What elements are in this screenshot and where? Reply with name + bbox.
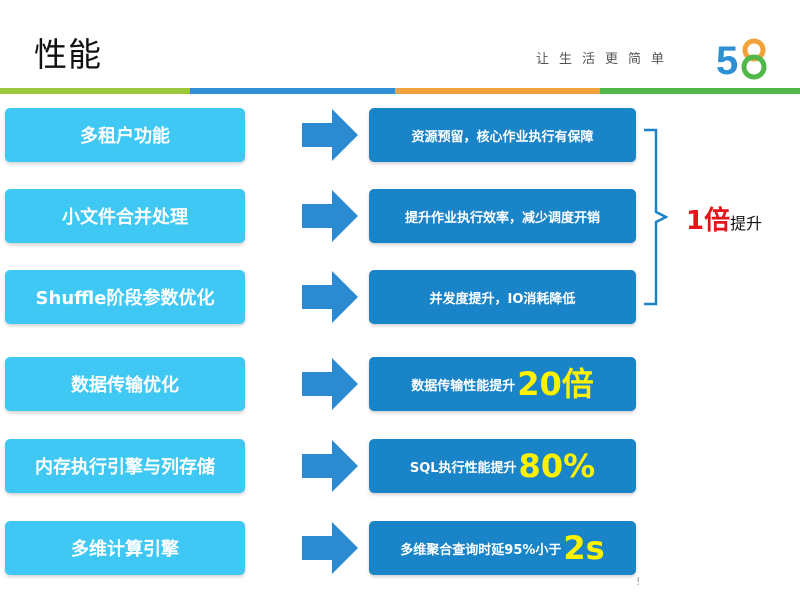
result-text: 提升作业执行效率，减少调度开销	[404, 210, 600, 226]
arrow-right-icon	[302, 522, 358, 574]
arrow-right-icon	[302, 440, 358, 492]
result-text: 数据传输性能提升	[411, 378, 516, 394]
stripe-orange	[395, 88, 600, 94]
row-data-transfer: 数据传输优化 数据传输性能提升 20倍	[0, 357, 800, 413]
feature-box: 内存执行引擎与列存储	[5, 439, 245, 493]
arrow-right-icon	[302, 271, 358, 323]
feature-box: 数据传输优化	[5, 357, 245, 411]
result-text: 多维聚合查询时延95%小于	[400, 542, 562, 558]
result-box: 资源预留，核心作业执行有保障	[369, 108, 636, 162]
corner-mark: !	[636, 575, 641, 588]
gain-text: 提升	[730, 214, 763, 233]
slogan: 让生活更简单	[536, 52, 675, 67]
arrow-right-icon	[302, 190, 358, 242]
stripe-blue	[190, 88, 395, 94]
result-highlight: 2s	[563, 529, 605, 567]
result-text: SQL执行性能提升	[409, 460, 517, 476]
result-text: 并发度提升，IO消耗降低	[429, 291, 576, 307]
result-box: 数据传输性能提升 20倍	[369, 357, 636, 411]
right-brace-icon	[644, 128, 668, 306]
row-olap-engine: 多维计算引擎 多维聚合查询时延95%小于 2s	[0, 521, 800, 577]
row-shuffle-tuning: Shuffle阶段参数优化 并发度提升，IO消耗降低	[0, 270, 800, 326]
group-gain: 1倍提升	[686, 200, 762, 237]
result-text: 资源预留，核心作业执行有保障	[411, 129, 594, 145]
logo-58: 5	[716, 38, 767, 80]
arrow-right-icon	[302, 109, 358, 161]
feature-box: 小文件合并处理	[5, 189, 245, 243]
row-multi-tenant: 多租户功能 资源预留，核心作业执行有保障	[0, 108, 800, 164]
header-stripe	[0, 88, 800, 94]
result-box: 提升作业执行效率，减少调度开销	[369, 189, 636, 243]
svg-text:5: 5	[716, 39, 738, 80]
row-small-file-merge: 小文件合并处理 提升作业执行效率，减少调度开销	[0, 189, 800, 245]
stripe-green-right	[600, 88, 800, 94]
feature-box: Shuffle阶段参数优化	[5, 270, 245, 324]
result-box: 并发度提升，IO消耗降低	[369, 270, 636, 324]
gain-value: 1倍	[686, 206, 731, 236]
result-highlight: 20倍	[517, 365, 594, 403]
feature-box: 多租户功能	[5, 108, 245, 162]
result-box: 多维聚合查询时延95%小于 2s	[369, 521, 636, 575]
feature-box: 多维计算引擎	[5, 521, 245, 575]
result-highlight: 80%	[518, 447, 596, 485]
page-title: 性能	[34, 35, 102, 74]
row-memory-engine: 内存执行引擎与列存储 SQL执行性能提升 80%	[0, 439, 800, 495]
arrow-right-icon	[302, 358, 358, 410]
result-box: SQL执行性能提升 80%	[369, 439, 636, 493]
stripe-green	[0, 88, 190, 94]
